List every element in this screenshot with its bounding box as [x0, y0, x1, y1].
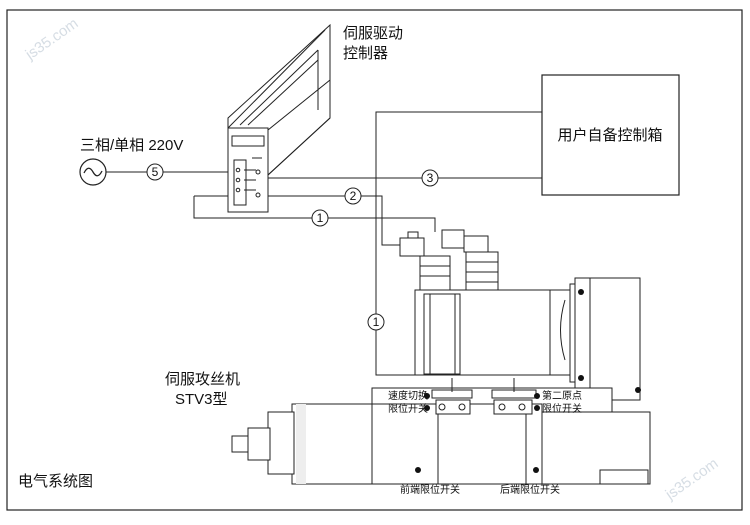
second-origin-indicator	[534, 393, 540, 399]
frame-bolt	[635, 387, 641, 393]
front-limit-label: 前端限位开关	[400, 483, 460, 496]
svg-text:1: 1	[317, 211, 324, 225]
cable-badge-2: 2	[344, 187, 362, 205]
rear-limit-indicator	[533, 467, 539, 473]
user-control-box	[541, 74, 680, 196]
speed-switch-label-line2: 限位开关	[388, 402, 428, 415]
machine-label-line1: 伺服攻丝机	[165, 371, 240, 388]
second-origin-label-line2: 限位开关	[542, 402, 582, 415]
front-limit-indicator	[415, 467, 421, 473]
watermark-top-left: js35.com	[22, 15, 82, 64]
flange-bolt-top	[578, 289, 584, 295]
limit-switch-assembly	[431, 378, 537, 484]
svg-text:3: 3	[427, 171, 434, 185]
svg-text:2: 2	[350, 189, 357, 203]
ac-sine-wave-icon	[79, 158, 107, 186]
watermark-right: js35.com	[662, 455, 722, 504]
diagram-title: 电气系统图	[18, 473, 93, 490]
cable-badge-1-top: 1	[311, 209, 329, 227]
speed-switch-label-line1: 速度切换	[388, 389, 428, 402]
cable-badge-5: 5	[146, 163, 164, 181]
speed-switch-indicator	[424, 393, 430, 399]
machine-label-line2: STV3型	[175, 391, 228, 408]
cable-2-line	[268, 195, 408, 246]
servo-motor	[399, 229, 591, 383]
servo-driver-label-line2: 控制器	[343, 45, 388, 62]
user-control-box-label: 用户自备控制箱	[557, 127, 662, 144]
limit-switch-indicator	[424, 405, 430, 411]
diagram-border	[6, 9, 743, 511]
tapping-machine-frame	[231, 277, 651, 485]
servo-driver-unit	[227, 23, 331, 213]
servo-driver-label-line1: 伺服驱动	[343, 25, 403, 42]
cable-badge-1-vertical: 1	[367, 313, 385, 331]
second-origin-label-line1: 第二原点	[542, 389, 582, 402]
rear-limit-label: 后端限位开关	[500, 483, 560, 496]
svg-text:5: 5	[152, 165, 159, 179]
cable-badge-3: 3	[421, 169, 439, 187]
flange-bolt-bottom	[578, 375, 584, 381]
power-supply-label: 三相/单相 220V	[80, 137, 183, 154]
svg-text:1: 1	[373, 315, 380, 329]
second-limit-indicator	[534, 405, 540, 411]
